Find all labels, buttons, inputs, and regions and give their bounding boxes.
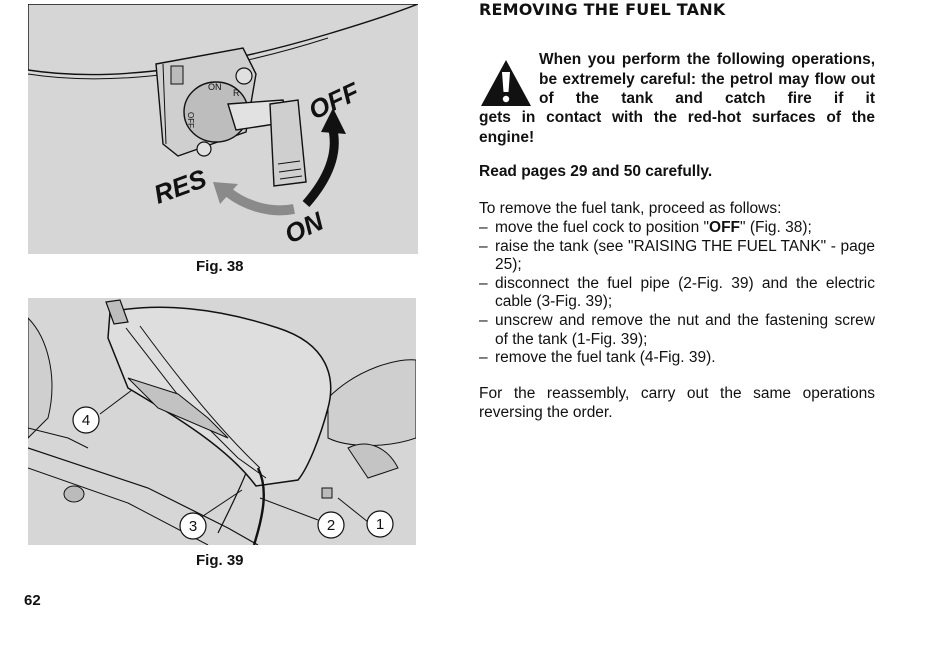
step-text: disconnect the fuel pipe (2-Fig. 39) and… (495, 274, 875, 311)
step-text-pre: move the fuel cock to position " (495, 219, 710, 236)
list-item: –raise the tank (see "RAISING THE FUEL T… (479, 238, 875, 275)
step-text-post: " (Fig. 38); (740, 219, 812, 236)
reassembly-note: For the reassembly, carry out the same o… (479, 385, 875, 421)
valve-label-off: OFF (186, 112, 195, 128)
callout-4-circle (72, 406, 100, 434)
figure-39-fuel-tank: 4 3 2 1 (28, 298, 416, 545)
procedure-steps: –move the fuel cock to position "OFF" (F… (479, 219, 875, 368)
list-dash: – (479, 237, 488, 255)
list-dash: – (479, 219, 488, 236)
valve-label-on: ON (208, 82, 222, 92)
list-dash: – (479, 311, 488, 329)
step-text: remove the fuel tank (4-Fig. 39). (495, 349, 716, 367)
page-number: 62 (24, 592, 41, 609)
warning-text-lead: When you perform the following operation… (539, 51, 875, 107)
list-item: –unscrew and remove the nut and the fast… (479, 312, 875, 349)
callout-1-label: 1 (376, 516, 384, 533)
callout-2-circle (317, 511, 345, 539)
list-dash: – (479, 349, 488, 367)
step-text: unscrew and remove the nut and the faste… (495, 311, 875, 348)
figure-38-fuel-cock: ON R OFF OFF ON RES (28, 4, 418, 254)
procedure-intro: To remove the fuel tank, proceed as foll… (479, 200, 782, 217)
callout-3-label: 3 (189, 518, 197, 535)
list-item: –move the fuel cock to position "OFF" (F… (479, 219, 875, 238)
valve-label-r: R (233, 88, 240, 98)
callout-4-label: 4 (82, 412, 90, 429)
step-text-bold: OFF (709, 219, 741, 236)
list-item: –disconnect the fuel pipe (2-Fig. 39) an… (479, 275, 875, 312)
list-item: –remove the fuel tank (4-Fig. 39). (479, 349, 875, 368)
read-pages-note: Read pages 29 and 50 carefully. (479, 163, 713, 180)
fuel-tank-illustration: 4 3 2 1 (28, 299, 416, 545)
callout-2-label: 2 (327, 517, 335, 534)
figure-38-caption: Fig. 38 (196, 258, 244, 275)
list-dash: – (479, 274, 488, 292)
callout-3-circle (179, 512, 207, 540)
warning-triangle-icon (481, 60, 531, 106)
step-text: raise the tank (see "RAISING THE FUEL TA… (495, 237, 875, 274)
callout-1-circle (366, 510, 394, 538)
fuel-cock-illustration: ON R OFF OFF ON RES (28, 4, 418, 249)
section-title: REMOVING THE FUEL TANK (479, 0, 726, 19)
warning-text-rest: gets in contact with the red-hot surface… (479, 109, 875, 146)
res-label: RES (150, 163, 211, 210)
figure-39-caption: Fig. 39 (196, 552, 244, 569)
